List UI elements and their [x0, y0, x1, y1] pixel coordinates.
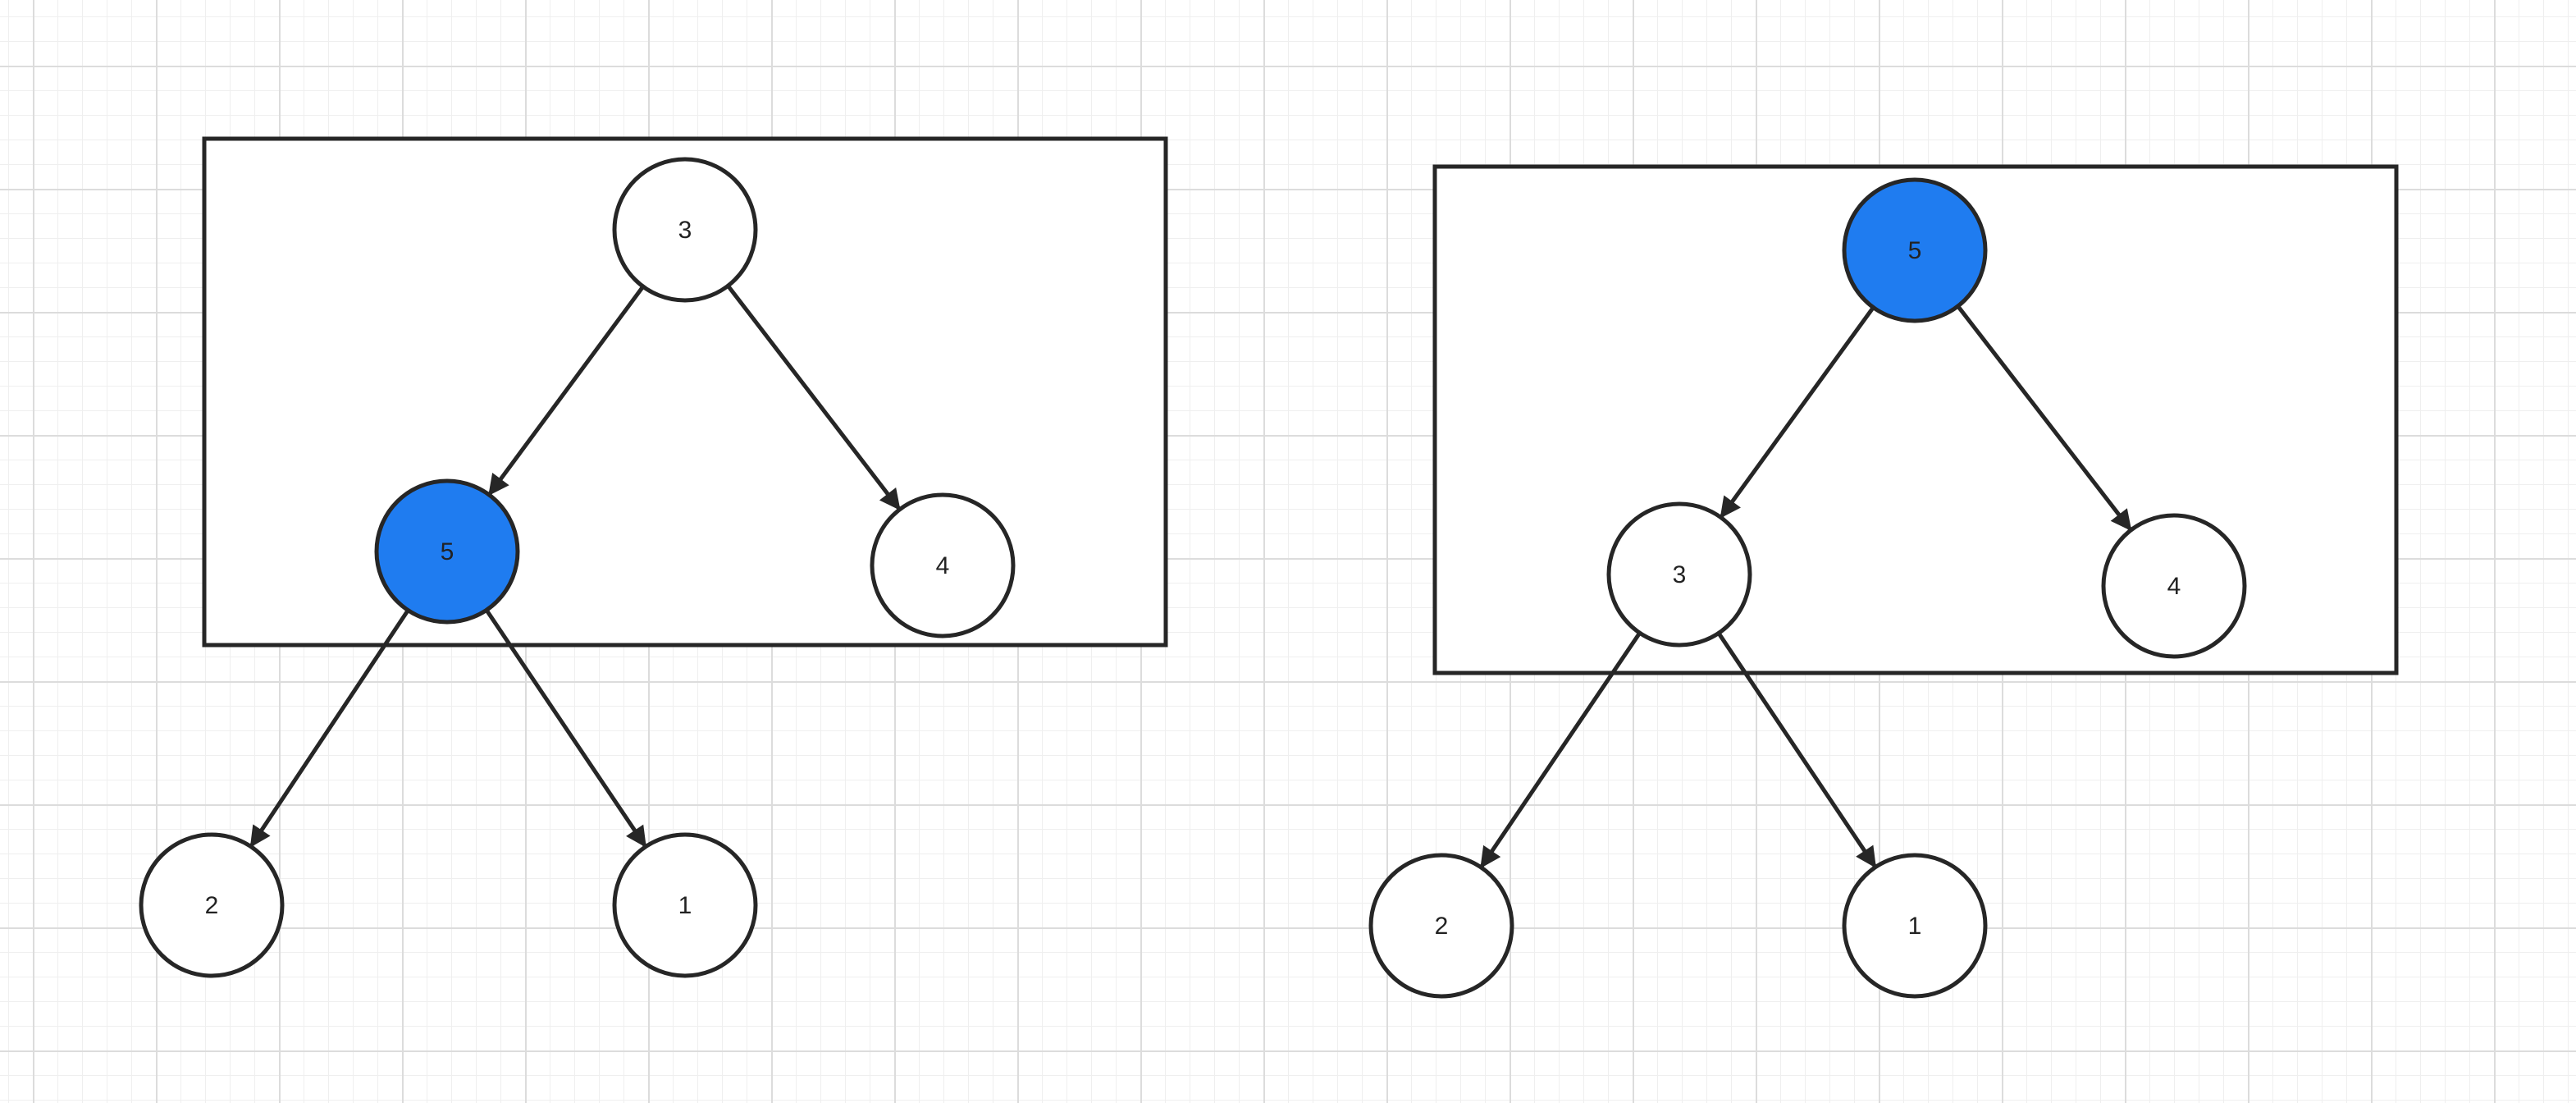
node-circle — [374, 478, 520, 625]
node-label: 3 — [678, 217, 692, 244]
before-node-c: 4 — [870, 492, 1016, 638]
node-circle — [1368, 853, 1514, 999]
node-circle — [612, 832, 758, 978]
node-circle — [870, 492, 1016, 638]
node-label: 1 — [678, 892, 692, 919]
after-node-a: 5 — [1842, 177, 1988, 323]
node-label: 1 — [1908, 913, 1922, 940]
before-edge-a-c — [726, 284, 902, 511]
node-circle — [139, 832, 285, 978]
before-edge-a-b — [487, 285, 645, 497]
node-circle — [1606, 501, 1752, 648]
after-edge-b-e — [1716, 632, 1877, 868]
node-label: 4 — [936, 552, 950, 579]
node-label: 3 — [1673, 561, 1687, 588]
before-node-d: 2 — [139, 832, 285, 978]
after-node-b: 3 — [1606, 501, 1752, 648]
node-circle — [1842, 853, 1988, 999]
node-label: 2 — [205, 892, 219, 919]
after-edge-a-c — [1956, 304, 2132, 532]
after-node-d: 2 — [1368, 853, 1514, 999]
after-edge-a-b — [1720, 306, 1875, 519]
after-edge-b-d — [1479, 631, 1642, 869]
before-node-b: 5 — [374, 478, 520, 625]
before-node-e: 1 — [612, 832, 758, 978]
node-label: 2 — [1435, 913, 1449, 940]
before-edge-b-d — [249, 609, 410, 848]
node-label: 5 — [1908, 237, 1922, 264]
after-node-e: 1 — [1842, 853, 1988, 999]
after-node-c: 4 — [2101, 513, 2247, 659]
node-circle — [1842, 177, 1988, 323]
node-circle — [2101, 513, 2247, 659]
node-label: 5 — [441, 538, 454, 565]
before-edge-b-e — [484, 608, 647, 848]
node-label: 4 — [2167, 573, 2181, 600]
node-circle — [612, 157, 758, 303]
before-node-a: 3 — [612, 157, 758, 303]
